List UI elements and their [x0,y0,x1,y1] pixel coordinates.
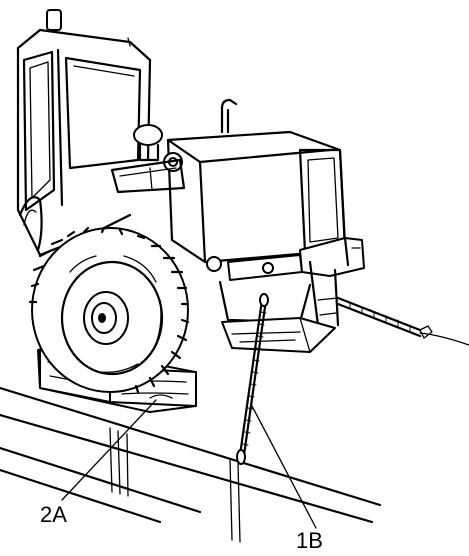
trailer-deck [0,386,382,543]
callout-1b: 1B [296,528,323,553]
leader-line-1b [251,405,317,529]
tiedown-chain-1b [236,293,269,465]
leader-line-2a [61,399,157,501]
front-bumper [206,236,365,281]
front-wheel-block [221,317,336,353]
rear-wheel [28,226,190,394]
tractor-cab [16,9,152,257]
side-tiedown-chain [336,296,469,346]
callout-2a: 2A [40,502,67,527]
